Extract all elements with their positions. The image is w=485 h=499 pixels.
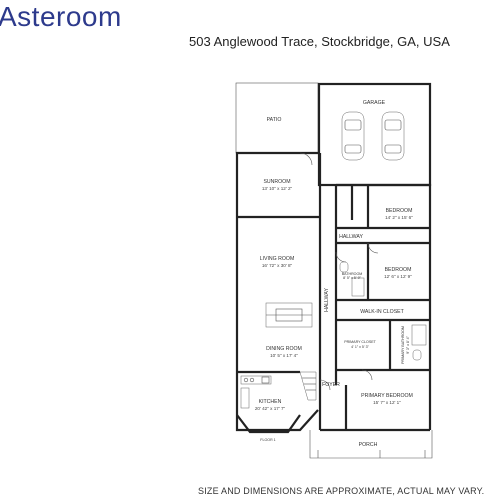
hallway-top-label: HALLWAY bbox=[339, 234, 363, 240]
primary-bedroom-dimensions: 15' 7" x 12' 1" bbox=[373, 400, 401, 405]
car-icon bbox=[341, 111, 365, 161]
table-fixture bbox=[265, 302, 313, 328]
patio-label: PATIO bbox=[267, 117, 282, 123]
walk-in-closet-label: WALK-IN CLOSET bbox=[360, 309, 404, 315]
dining-room-dimensions: 10' 5" x 17' 4" bbox=[270, 353, 298, 358]
car-icon bbox=[381, 111, 405, 161]
brand-logo: Asteroom bbox=[0, 2, 173, 32]
floor-label: FLOOR 1 bbox=[260, 438, 275, 442]
hallway-side-label: HALLWAY bbox=[324, 288, 330, 312]
primary-closet-dimensions: 4' 1" x 5' 3" bbox=[351, 345, 369, 349]
bathroom-room bbox=[339, 261, 365, 297]
garage-label: GARAGE bbox=[363, 100, 386, 106]
brand-name: Asteroom bbox=[0, 1, 122, 32]
foyer-label: FOYER bbox=[322, 382, 340, 388]
primary-bathroom-dimensions: 9' 3" x 8' 4" bbox=[406, 335, 410, 353]
porch-area bbox=[309, 430, 433, 459]
living-room-label: LIVING ROOM bbox=[260, 256, 295, 262]
bathroom-dimensions: 8' 5" x 5' 9" bbox=[343, 276, 361, 280]
kitchen-fixtures bbox=[240, 375, 272, 409]
property-address: 503 Anglewood Trace, Stockbridge, GA, US… bbox=[189, 34, 450, 49]
door-swings bbox=[299, 152, 379, 391]
primary-bathroom-label: PRIMARY BATHROOM bbox=[401, 326, 405, 364]
primary-bath-fixtures bbox=[411, 324, 427, 361]
stairs-fixture bbox=[299, 371, 317, 401]
primary-bedroom-label: PRIMARY BEDROOM bbox=[361, 393, 413, 399]
patio-area: PATIO bbox=[235, 82, 319, 154]
dining-room-label: DINING ROOM bbox=[266, 346, 302, 352]
sunroom-dimensions: 13' 10" x 12' 2" bbox=[262, 186, 293, 191]
kitchen-label: KITCHEN bbox=[259, 399, 282, 405]
garage-room: GARAGE bbox=[317, 82, 432, 187]
bedroom1-label: BEDROOM bbox=[386, 208, 413, 214]
porch-label: PORCH bbox=[359, 442, 378, 448]
living-room-dimensions: 16' 72" x 30' 8" bbox=[262, 263, 293, 268]
sunroom-label: SUNROOM bbox=[263, 179, 290, 185]
disclaimer-text: SIZE AND DIMENSIONS ARE APPROXIMATE, ACT… bbox=[198, 486, 485, 496]
house-walls bbox=[235, 151, 432, 432]
bedroom2-dimensions: 12' 6" x 12' 9" bbox=[384, 274, 412, 279]
bedroom1-dimensions: 14' 2" x 15' 6" bbox=[385, 215, 413, 220]
kitchen-dimensions: 20' 42" x 17' 7" bbox=[255, 406, 286, 411]
bay-window bbox=[236, 414, 301, 434]
primary-closet-label: PRIMARY CLOSET bbox=[344, 340, 376, 344]
bedroom2-label: BEDROOM bbox=[385, 267, 412, 273]
bathroom-label: BATHROOM bbox=[342, 272, 363, 276]
